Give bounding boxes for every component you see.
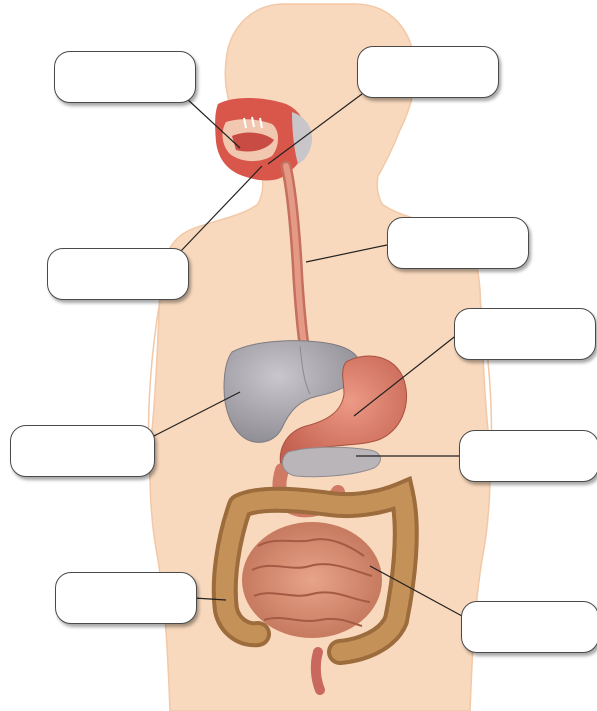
label-box-4[interactable] (387, 217, 529, 269)
label-box-3[interactable] (47, 248, 189, 300)
label-box-1[interactable] (54, 51, 196, 103)
label-box-8[interactable] (55, 572, 197, 624)
label-box-6[interactable] (10, 425, 155, 477)
label-box-7[interactable] (459, 430, 597, 482)
small-intestine-illustration (242, 522, 382, 638)
label-box-9[interactable] (461, 601, 597, 653)
label-box-5[interactable] (454, 308, 596, 360)
label-box-2[interactable] (357, 46, 499, 98)
